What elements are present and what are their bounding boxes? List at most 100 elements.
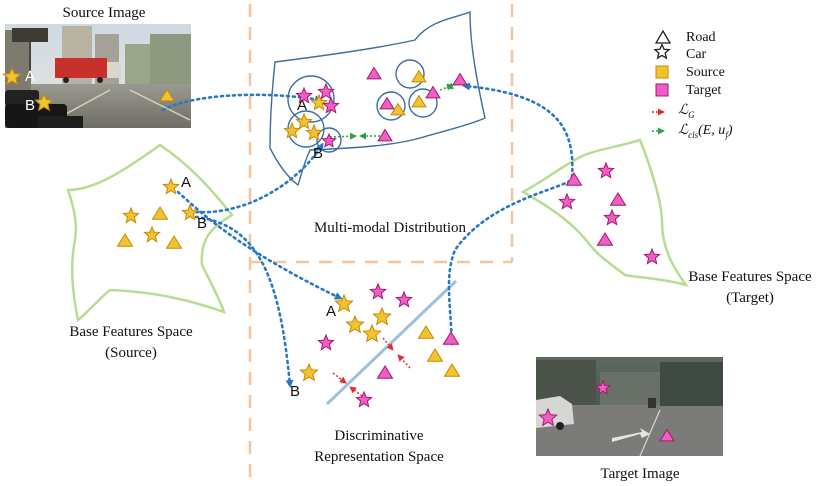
disc-source-road-2-triangle — [426, 348, 444, 362]
multimodal-region — [269, 10, 486, 187]
mm-target-car-4-star — [321, 132, 337, 148]
source-space-road-3-triangle — [165, 235, 183, 249]
caption-base-target-line1: Base Features Space — [688, 269, 812, 285]
source-space-car-2-star — [143, 225, 161, 243]
disc-source-road-3-triangle — [443, 363, 461, 377]
flow-a-to-discriminative — [176, 190, 343, 300]
source-space-car-b-star — [181, 203, 199, 221]
mm-target-road-0-triangle — [377, 128, 393, 142]
legend-car-symbol — [653, 42, 671, 60]
label-a-source-image: A — [25, 68, 35, 85]
flow-b-to-discriminative — [194, 215, 294, 388]
mm-source-car-a-star — [310, 93, 328, 111]
mm-source-road-1-triangle — [411, 69, 427, 83]
disc-target-car-4-star — [355, 390, 373, 408]
feature-marks — [2, 66, 675, 442]
lg-arrow-2b — [349, 386, 363, 397]
flow-arrows — [161, 82, 577, 388]
target-space-road-1-triangle — [565, 172, 583, 186]
lg-arrow-2a — [332, 372, 347, 384]
lg-arrow-1a — [382, 337, 394, 351]
flow-b-to-multimodal — [194, 142, 324, 214]
flow-source-image-to-multimodal — [161, 93, 323, 112]
mm-target-car-3-star — [322, 96, 340, 114]
target-image-car-1-star — [595, 379, 611, 395]
target-image-car-2-star — [538, 407, 558, 427]
mm-target-road-3-triangle — [425, 85, 441, 99]
flow-target-to-discriminative — [447, 176, 577, 346]
legend-source-swatch — [655, 65, 669, 79]
caption-multimodal: Multi-modal Distribution — [314, 220, 467, 236]
cluster-road-a — [395, 59, 425, 89]
caption-target-image: Target Image — [600, 466, 679, 482]
source-feature-region — [66, 143, 234, 323]
legend-lcls-args-sub: f — [725, 130, 729, 140]
legend-lcls-args: (E, u — [698, 123, 725, 138]
mm-source-road-3-triangle — [411, 94, 427, 108]
target-space-road-3-triangle — [596, 232, 614, 246]
mm-source-road-2-triangle — [390, 102, 406, 116]
disc-target-road-1-triangle — [442, 331, 460, 345]
disc-target-car-3-star — [317, 333, 335, 351]
legend-lcls-main: ℒ — [678, 123, 689, 138]
disc-source-car-1-star — [345, 314, 365, 334]
target-feature-region — [520, 138, 690, 288]
layout-dividers — [248, 4, 514, 486]
legend-lg-main: ℒ — [678, 103, 689, 118]
legend: Road Car Source Target ℒG ℒcls(E, uf) — [652, 29, 733, 140]
lcls-arrow-1a — [329, 132, 357, 140]
source-space-car-a-star — [162, 177, 180, 195]
label-b-source-space: B — [197, 215, 207, 232]
label-b-multimodal: B — [313, 145, 323, 162]
cluster-road-b — [376, 91, 406, 121]
source-image-photo — [5, 24, 191, 129]
target-space-car-3-star — [603, 208, 621, 226]
disc-source-car-b-star — [299, 362, 319, 382]
flow-target-to-multimodal — [462, 82, 574, 179]
mm-target-road-1-triangle — [366, 66, 382, 80]
legend-target-swatch — [655, 83, 669, 97]
label-a-multimodal: A — [297, 97, 307, 114]
legend-source-label: Source — [686, 65, 725, 80]
mm-target-car-2-star — [295, 86, 313, 104]
source-space-road-2-triangle — [116, 233, 134, 247]
legend-road-symbol — [654, 29, 672, 44]
source-space-car-1-star — [122, 206, 140, 224]
legend-lcls-label: ℒcls(E, uf) — [678, 123, 733, 140]
loss-arrows — [329, 82, 461, 397]
disc-target-car-1-star — [369, 282, 387, 300]
mm-target-car-1-star — [317, 82, 335, 100]
mm-source-car-1-star — [283, 121, 301, 139]
legend-lg-sub: G — [688, 110, 695, 120]
mm-source-car-2-star — [295, 112, 313, 130]
source-image-car-a-star — [2, 66, 22, 86]
source-image-road-triangle — [159, 88, 175, 102]
caption-source-image: Source Image — [63, 5, 146, 21]
caption-base-source-line1: Base Features Space — [69, 324, 193, 340]
caption-base-target-line2: (Target) — [726, 290, 774, 306]
disc-target-car-2-star — [395, 290, 413, 308]
legend-lcls-sub: cls — [688, 130, 698, 140]
legend-car-label: Car — [686, 47, 707, 62]
mm-source-car-3-star — [305, 123, 323, 141]
legend-lcls-close: ) — [727, 123, 733, 138]
mm-target-road-2-triangle — [379, 96, 395, 110]
cluster-mixed — [316, 127, 342, 153]
legend-road-label: Road — [686, 30, 716, 45]
target-space-car-4-star — [643, 247, 661, 265]
separation-line — [325, 279, 458, 406]
legend-target-label: Target — [686, 83, 721, 98]
caption-discriminative-line1: Discriminative — [334, 428, 423, 444]
source-image-car-b-star — [34, 92, 54, 112]
target-image-photo — [536, 357, 723, 457]
target-image-road-triangle — [659, 428, 675, 442]
target-space-car-2-star — [558, 192, 576, 210]
cluster-road-c — [408, 88, 438, 118]
mm-target-road-4-triangle — [452, 72, 468, 86]
legend-lg-label: ℒG — [678, 103, 695, 120]
label-a-discriminative: A — [326, 303, 336, 320]
disc-source-car-3-star — [362, 323, 382, 343]
label-b-source-image: B — [25, 97, 35, 114]
label-b-discriminative: B — [290, 383, 300, 400]
